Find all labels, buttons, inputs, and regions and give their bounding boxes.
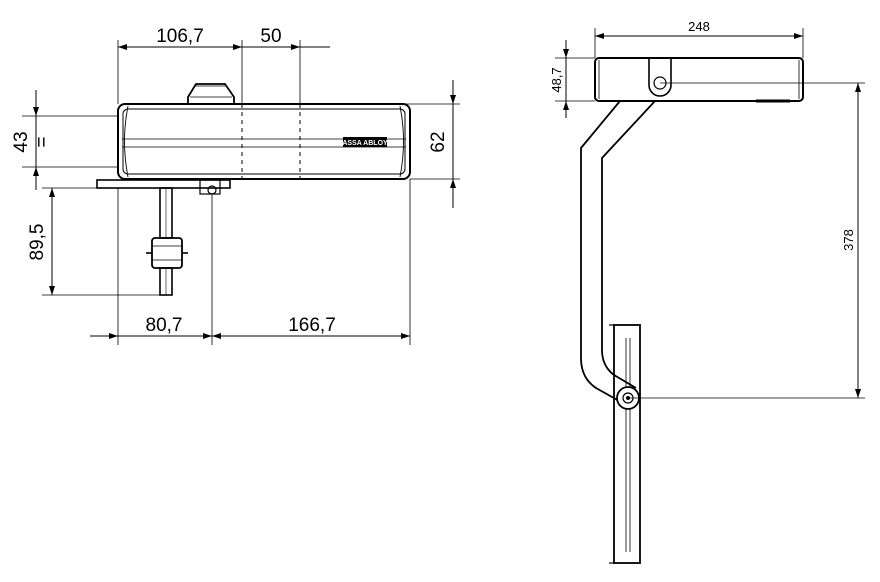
spindle-assembly — [146, 187, 188, 296]
dim-bottom-left-label: 80,7 — [146, 315, 183, 336]
logo-label: ASSA ABLOY — [342, 140, 388, 147]
side-view-labels: 248 48,7 378 — [549, 19, 856, 251]
dim-body-height-left-label: 43 — [11, 131, 32, 152]
equal-mark-label: = — [32, 136, 53, 147]
dim-arm-length-label: 378 — [841, 229, 856, 251]
base-plate — [96, 179, 231, 195]
extension-lines — [22, 40, 460, 345]
dim-top-right-label: 50 — [260, 26, 281, 47]
side-dimension-lines — [563, 33, 861, 398]
side-closer-body — [594, 57, 804, 103]
main-arm — [580, 100, 656, 403]
dimension-lines — [33, 44, 456, 339]
dim-shoe-drop-label: 89,5 — [27, 224, 48, 261]
forearm — [609, 324, 641, 564]
dim-body-height-right-label: 62 — [428, 131, 449, 152]
hidden-lines — [241, 104, 301, 179]
front-view-labels: 106,7 50 43 = 62 89,5 80,7 166,7 ASSA AB… — [11, 26, 449, 336]
adjustment-knob — [187, 83, 235, 104]
front-view — [22, 40, 460, 345]
logo-plate — [343, 137, 387, 147]
dim-bottom-right-label: 166,7 — [288, 315, 336, 336]
dim-depth-label: 48,7 — [549, 67, 564, 92]
side-view — [555, 28, 865, 564]
dim-top-left-label: 106,7 — [156, 26, 204, 47]
dim-width-label: 248 — [688, 19, 710, 34]
